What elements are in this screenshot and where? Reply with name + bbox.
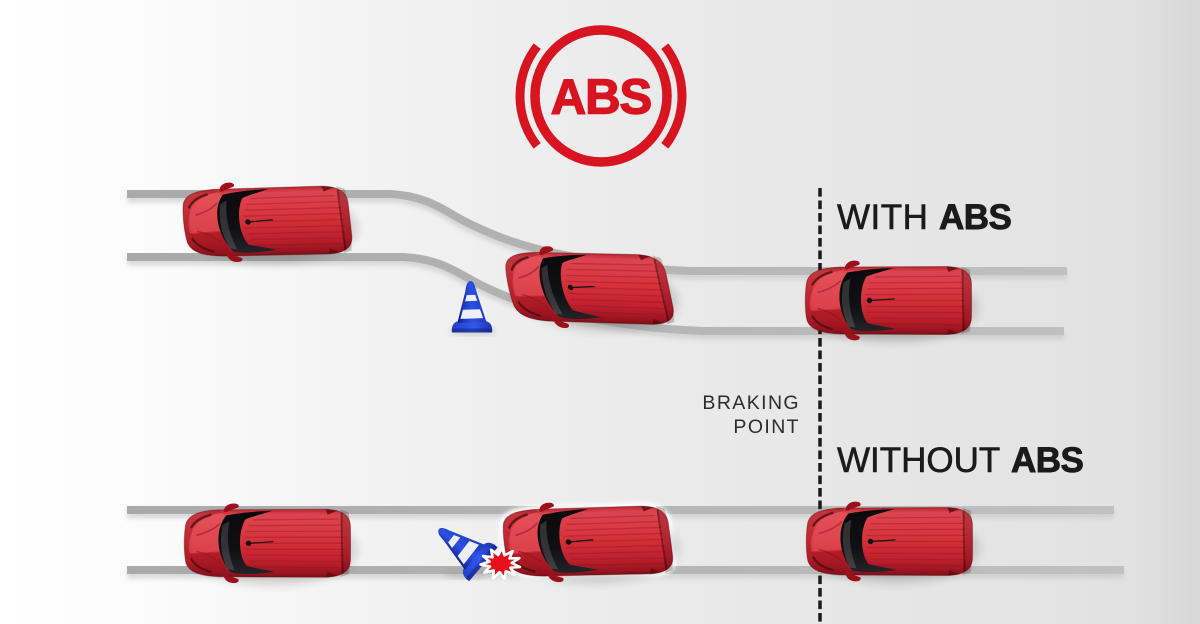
svg-text:ABS: ABS <box>551 71 651 125</box>
svg-text:ABS: ABS <box>939 198 1011 237</box>
svg-text:ABS: ABS <box>1011 441 1083 480</box>
svg-text:POINT: POINT <box>733 416 800 438</box>
svg-text:BRAKING: BRAKING <box>702 392 800 414</box>
svg-text:WITH: WITH <box>837 198 928 237</box>
svg-text:WITHOUT: WITHOUT <box>837 441 1000 480</box>
